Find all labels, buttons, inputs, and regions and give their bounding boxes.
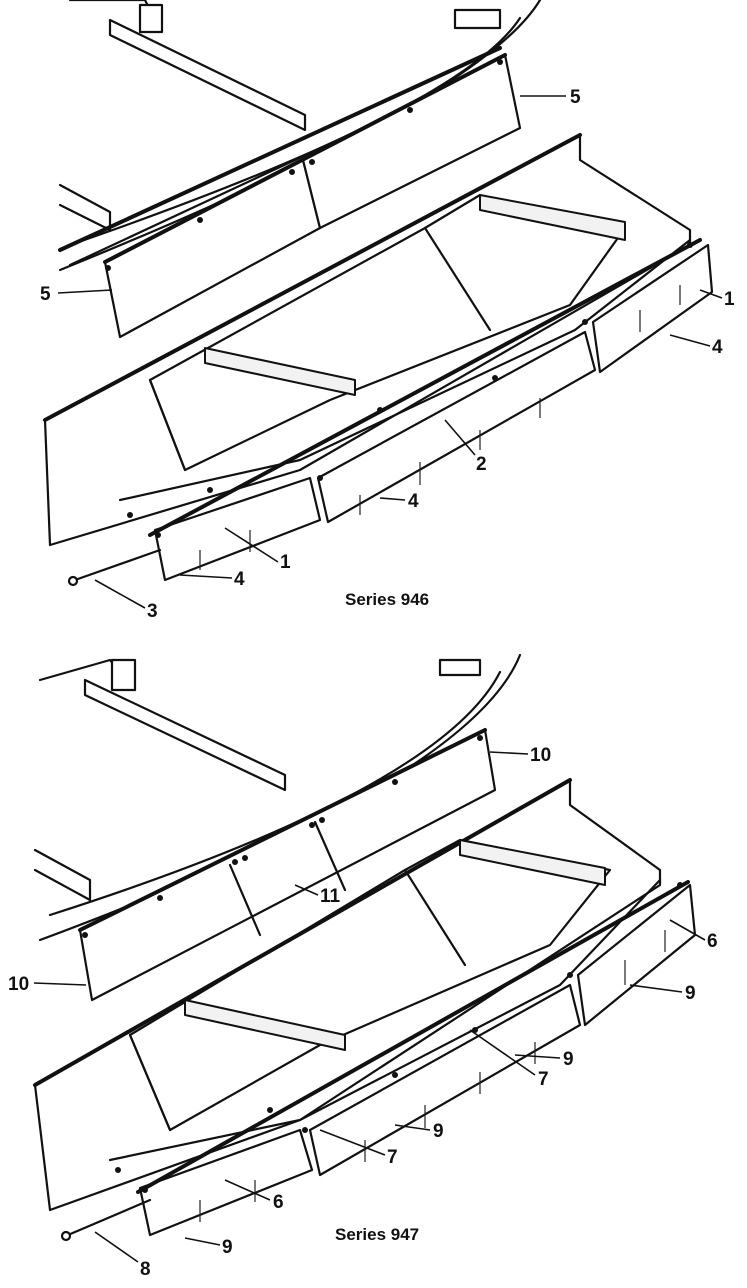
rear-rail-edge: [58, 46, 502, 252]
callout-5-right: 5: [570, 87, 581, 108]
deck-frame: [43, 133, 692, 547]
bolt-holes-bottom: [82, 735, 683, 1193]
skid-ribs-b: [199, 930, 666, 1222]
shield-10-top-edge: [78, 728, 487, 932]
upper-bracket: [453, 8, 502, 30]
callout-4-middle: 4: [408, 491, 419, 512]
shield-11-seams: [228, 820, 347, 937]
skid-4-right: [591, 243, 714, 374]
skid-9-left: [138, 1128, 314, 1237]
callout-7-right: 7: [538, 1069, 549, 1090]
deck-strut-right: [479, 194, 626, 241]
series-946-assembly: 5 5 1 4 2 4 1 4 3 Series 946: [40, 0, 735, 622]
rod-3: [73, 548, 162, 582]
deck-top-edge: [43, 133, 582, 422]
skid-9-middle: [308, 983, 582, 1177]
front-rail-top-b: [136, 880, 690, 1194]
callout-9-left: 9: [222, 1237, 233, 1258]
cross-member-b: [83, 678, 287, 792]
callout-1-right: 1: [724, 289, 735, 310]
callout-10-left: 10: [8, 974, 29, 995]
caption-series-947: Series 947: [335, 1225, 419, 1244]
callout-7-left: 7: [387, 1147, 398, 1168]
deck-frame-b: [33, 778, 662, 1212]
callout-8: 8: [140, 1259, 151, 1280]
shield-5-top-edge: [103, 53, 507, 264]
callout-11: 11: [320, 886, 341, 907]
bracket-plate: [138, 3, 164, 34]
deck-inner: [148, 193, 622, 472]
deck-strut-right-b: [459, 839, 606, 886]
skid-4-left: [153, 476, 322, 582]
callout-9-mid-right: 9: [563, 1049, 574, 1070]
cross-member: [108, 18, 307, 132]
bolt-holes-top: [105, 59, 693, 538]
series-947-assembly: 10 11 10 6 9 9 7 9 7 6 9 8 Series 947: [8, 653, 718, 1280]
deck-rib-left-b: [128, 1033, 172, 1132]
callout-6-right: 6: [707, 931, 718, 952]
callout-5-left: 5: [40, 284, 51, 305]
skid-ribs: [199, 285, 681, 570]
callout-1-left: 1: [280, 552, 291, 573]
left-cross-member: [58, 183, 112, 232]
deck-inner-b: [128, 838, 612, 1132]
deck-front-edge: [118, 238, 692, 502]
bracket-plate-b: [110, 658, 137, 692]
rod-3-end: [67, 575, 79, 587]
deck-rib-mid: [423, 226, 492, 332]
caption-series-946: Series 946: [345, 590, 429, 609]
callout-4-right: 4: [712, 337, 723, 358]
callout-6-left: 6: [273, 1192, 284, 1213]
callout-10-right: 10: [530, 745, 551, 766]
rod-8-end: [60, 1230, 72, 1242]
leader-lines-top: [57, 95, 723, 609]
callout-9-right: 9: [685, 983, 696, 1004]
callout-9-middle: 9: [433, 1121, 444, 1142]
deck-front-edge-b: [108, 878, 662, 1162]
upper-bracket-b: [438, 658, 482, 677]
callout-4-left: 4: [234, 569, 245, 590]
deck-strut-left-b: [184, 999, 346, 1051]
rod-8: [66, 1198, 152, 1237]
leader-lines-bottom: [33, 751, 706, 1263]
deck-rib-mid-b: [403, 868, 467, 967]
left-cross-member-b: [33, 848, 92, 902]
deck-rib-left: [148, 378, 187, 472]
callout-3: 3: [147, 601, 158, 622]
callout-2: 2: [476, 454, 487, 475]
deck-strut-left: [204, 347, 356, 396]
front-rail-top: [148, 238, 702, 537]
